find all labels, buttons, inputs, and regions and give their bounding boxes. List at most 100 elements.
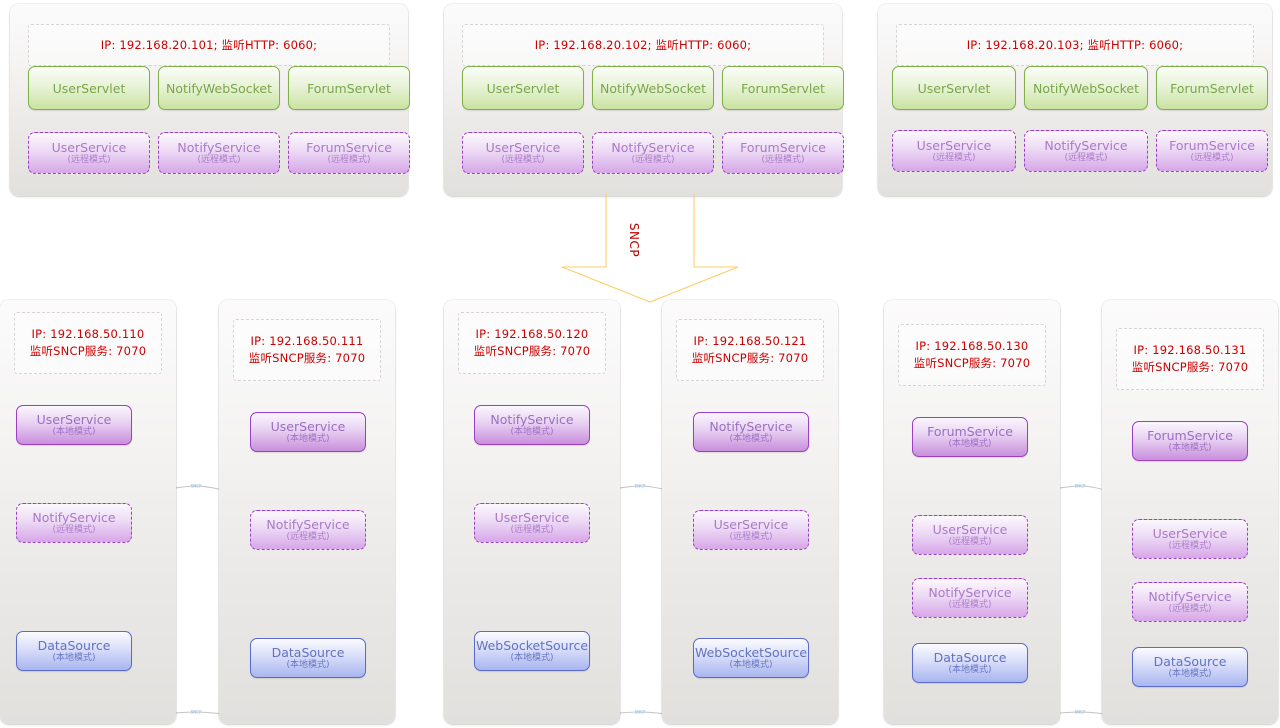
servlet-name: UserServlet <box>52 80 126 96</box>
service-name: UserService <box>916 138 992 153</box>
service-ip-text: IP: 192.168.50.121 <box>693 334 807 348</box>
node-mode: (远程模式) <box>286 532 330 542</box>
servlet-node[interactable]: NotifyWebSocket <box>158 66 280 110</box>
local-service-node[interactable]: NotifyService(本地模式) <box>693 412 809 452</box>
node-name: DataSource <box>37 638 111 653</box>
node-mode: (本地模式) <box>52 427 96 437</box>
node-name: DataSource <box>271 645 345 660</box>
node-mode: (远程模式) <box>510 525 554 535</box>
datasource-node[interactable]: WebSocketSource(本地模式) <box>693 638 809 678</box>
node-name: UserService <box>36 412 112 427</box>
node-name: UserService <box>713 517 789 532</box>
node-name: UserService <box>1152 526 1228 541</box>
service-name: ForumService <box>1169 138 1255 153</box>
datasource-node[interactable]: DataSource(本地模式) <box>912 643 1028 683</box>
servlet-name: NotifyWebSocket <box>1032 80 1140 96</box>
remote-service-node[interactable]: NotifyService(远程模式) <box>250 510 366 550</box>
servlet-node[interactable]: ForumServlet <box>722 66 844 110</box>
datasource-node[interactable]: DataSource(本地模式) <box>1132 647 1248 687</box>
remote-service-node[interactable]: UserService(远程模式) <box>462 132 584 174</box>
remote-service-node[interactable]: NotifyService(远程模式) <box>16 503 132 543</box>
node-mode: (本地模式) <box>510 653 554 663</box>
service-name: NotifyService <box>177 140 261 155</box>
remote-service-node[interactable]: NotifyService(远程模式) <box>1132 582 1248 622</box>
local-service-node[interactable]: UserService(本地模式) <box>250 412 366 452</box>
remote-service-node[interactable]: ForumService(远程模式) <box>722 132 844 174</box>
remote-service-node[interactable]: NotifyService(远程模式) <box>592 132 714 174</box>
node-mode: (远程模式) <box>948 537 992 547</box>
local-service-node[interactable]: NotifyService(本地模式) <box>474 405 590 445</box>
node-name: DataSource <box>1153 654 1227 669</box>
remote-service-node[interactable]: UserService(远程模式) <box>892 130 1016 172</box>
datasource-node[interactable]: DataSource(本地模式) <box>16 631 132 671</box>
service-port-text: 监听SNCP服务: 7070 <box>1131 360 1249 374</box>
service-mode: (远程模式) <box>631 155 675 165</box>
link-label: SNCP <box>1074 709 1086 715</box>
service-port-text: 监听SNCP服务: 7070 <box>248 351 366 365</box>
servlet-node[interactable]: ForumServlet <box>1156 66 1268 110</box>
node-mode: (本地模式) <box>1168 443 1212 453</box>
link-label: SNCP <box>1074 483 1086 489</box>
node-mode: (远程模式) <box>1168 541 1212 551</box>
remote-service-node[interactable]: UserService(远程模式) <box>912 515 1028 555</box>
service-mode: (远程模式) <box>197 155 241 165</box>
servlet-node[interactable]: UserServlet <box>28 66 150 110</box>
servlet-node[interactable]: ForumServlet <box>288 66 410 110</box>
node-mode: (远程模式) <box>1168 604 1212 614</box>
local-service-node[interactable]: ForumService(本地模式) <box>1132 421 1248 461</box>
datasource-node[interactable]: WebSocketSource(本地模式) <box>474 631 590 671</box>
node-mode: (本地模式) <box>52 653 96 663</box>
sncp-arrow <box>561 194 739 303</box>
servlet-node[interactable]: NotifyWebSocket <box>592 66 714 110</box>
node-mode: (远程模式) <box>52 525 96 535</box>
service-name: NotifyService <box>611 140 695 155</box>
service-ip-text: IP: 192.168.50.111 <box>250 334 364 348</box>
remote-service-node[interactable]: UserService(远程模式) <box>693 510 809 550</box>
remote-service-node[interactable]: ForumService(远程模式) <box>288 132 410 174</box>
node-name: UserService <box>270 419 346 434</box>
servlet-node[interactable]: UserServlet <box>462 66 584 110</box>
node-name: WebSocketSource <box>694 645 808 660</box>
node-name: NotifyService <box>32 510 116 525</box>
link-label: SNCP <box>190 483 202 489</box>
node-mode: (本地模式) <box>286 660 330 670</box>
server-ip-header: IP: 192.168.20.103; 监听HTTP: 6060; <box>896 24 1254 66</box>
remote-service-node[interactable]: NotifyService(远程模式) <box>158 132 280 174</box>
remote-service-node[interactable]: NotifyService(远程模式) <box>1024 130 1148 172</box>
remote-service-node[interactable]: UserService(远程模式) <box>474 503 590 543</box>
node-name: NotifyService <box>928 585 1012 600</box>
server-ip-text: IP: 192.168.20.103; 监听HTTP: 6060; <box>966 37 1184 52</box>
datasource-node[interactable]: DataSource(本地模式) <box>250 638 366 678</box>
node-name: NotifyService <box>266 517 350 532</box>
node-mode: (本地模式) <box>729 434 773 444</box>
node-name: NotifyService <box>490 412 574 427</box>
service-mode: (远程模式) <box>327 155 371 165</box>
service-port-text: 监听SNCP服务: 7070 <box>29 344 147 358</box>
servlet-name: UserServlet <box>917 80 991 96</box>
service-mode: (远程模式) <box>67 155 111 165</box>
servlet-node[interactable]: UserServlet <box>892 66 1016 110</box>
remote-service-node[interactable]: UserService(远程模式) <box>1132 519 1248 559</box>
node-mode: (本地模式) <box>510 427 554 437</box>
local-service-node[interactable]: UserService(本地模式) <box>16 405 132 445</box>
local-service-node[interactable]: ForumService(本地模式) <box>912 417 1028 457</box>
servlet-name: ForumServlet <box>741 80 825 96</box>
service-port-text: 监听SNCP服务: 7070 <box>913 356 1031 370</box>
server-ip-text: IP: 192.168.20.101; 监听HTTP: 6060; <box>100 37 318 52</box>
remote-service-node[interactable]: UserService(远程模式) <box>28 132 150 174</box>
service-name: UserService <box>51 140 127 155</box>
service-port-text: 监听SNCP服务: 7070 <box>691 351 809 365</box>
servlet-node[interactable]: NotifyWebSocket <box>1024 66 1148 110</box>
node-mode: (本地模式) <box>729 660 773 670</box>
link-label: SNCP <box>634 483 646 489</box>
remote-service-node[interactable]: ForumService(远程模式) <box>1156 130 1268 172</box>
remote-service-node[interactable]: NotifyService(远程模式) <box>912 578 1028 618</box>
server-ip-header: IP: 192.168.20.102; 监听HTTP: 6060; <box>462 24 824 66</box>
